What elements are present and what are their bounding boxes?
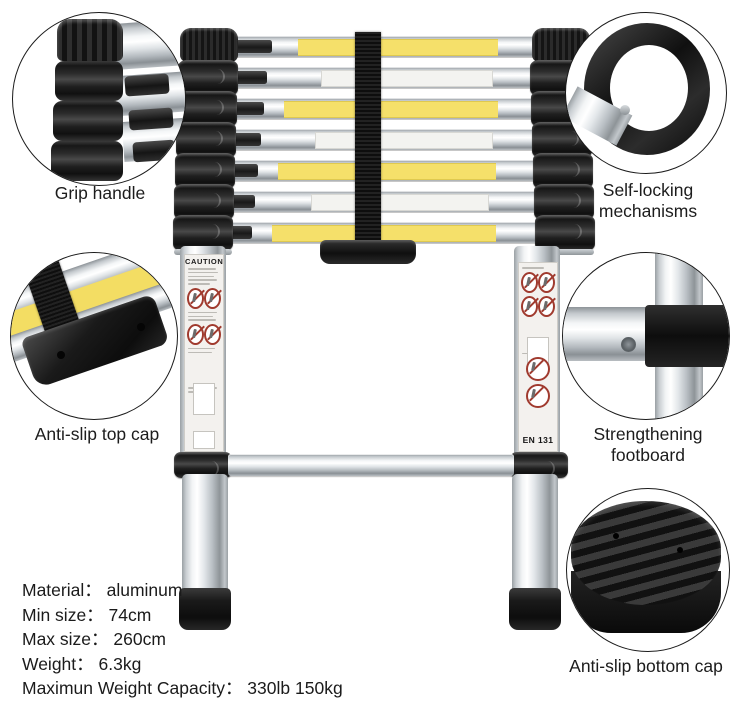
spec-min-size: Min size： 74cm — [22, 604, 152, 625]
pictogram-row — [521, 357, 555, 382]
info-sticker — [311, 194, 489, 211]
caution-decal-left: CAUTION — [184, 254, 224, 452]
specification-list: Material： aluminum Min size： 74cm Max si… — [22, 578, 343, 701]
pictogram-row — [521, 295, 555, 317]
locking-collar — [55, 61, 123, 101]
callout-label-anti-slip-top-cap: Anti-slip top cap — [34, 424, 160, 444]
left-footboard-collar — [174, 452, 232, 478]
callout-label-self-locking: Self-locking mechanisms — [598, 180, 698, 221]
footboard-collar — [645, 305, 729, 367]
foot-pad-tread — [571, 501, 721, 605]
pictogram-row — [521, 271, 555, 293]
no-reach-icon — [526, 357, 550, 382]
carry-strap — [355, 32, 381, 250]
callout-grip-handle — [12, 12, 186, 186]
no-climb-icon — [187, 287, 204, 309]
screw-hole-icon — [677, 547, 683, 553]
info-sticker — [321, 70, 493, 87]
usage-diagram-box — [193, 383, 215, 415]
pictogram-row — [521, 384, 555, 409]
callout-anti-slip-bottom-cap — [566, 488, 730, 652]
spec-weight: Weight： 6.3kg — [22, 653, 142, 674]
danger-sticker — [298, 39, 498, 56]
right-anti-slip-foot — [509, 588, 561, 630]
callout-self-locking — [565, 12, 727, 174]
rung-end-cap — [132, 139, 176, 163]
screw-hole-icon — [137, 323, 145, 331]
barcode-box — [193, 431, 215, 449]
screw-hole-icon — [57, 351, 65, 359]
callout-label-strengthening-footboard: Strengthening footboard — [593, 424, 703, 465]
callout-label-anti-slip-bottom-cap: Anti-slip bottom cap — [569, 656, 723, 676]
rung-end-cap — [229, 71, 267, 84]
decal-text-lines — [522, 267, 554, 269]
decal-text-lines — [188, 347, 220, 354]
locking-collar — [535, 215, 595, 255]
left-anti-slip-foot — [179, 588, 231, 630]
rung-end-cap — [124, 73, 170, 97]
no-unstable-ground-icon — [204, 323, 221, 345]
spec-max-size: Max size： 260cm — [22, 629, 166, 649]
carry-handle — [320, 240, 416, 264]
screw-hole-icon — [613, 533, 619, 539]
callout-label-grip-handle: Grip handle — [54, 183, 146, 203]
grip-top-cap — [180, 28, 238, 62]
caution-decal-title: CAUTION — [185, 257, 224, 266]
lock-pin-icon — [620, 105, 630, 115]
no-lean-icon — [204, 287, 221, 309]
no-slip-icon — [521, 295, 538, 317]
caution-decal-right: EN 131 — [518, 262, 558, 452]
warning-sticker — [284, 101, 498, 118]
right-bottom-leg — [512, 474, 558, 596]
pictogram-row — [187, 287, 221, 309]
right-footboard-collar — [510, 452, 568, 478]
telescoping-ladder-illustration: CAUTION — [170, 28, 595, 633]
rung-end-cap — [128, 107, 174, 131]
spec-material: Material： aluminum — [22, 580, 183, 600]
warning-sticker — [278, 163, 496, 180]
standard-marking: EN 131 — [522, 435, 554, 445]
decal-text-lines — [188, 311, 220, 321]
screw-icon — [621, 337, 636, 352]
left-bottom-leg — [182, 474, 228, 596]
no-jump-icon — [538, 295, 555, 317]
rung-end-cap — [234, 40, 272, 53]
no-walk-icon — [521, 271, 538, 293]
no-overreach-icon — [187, 323, 204, 345]
locking-collar — [534, 184, 594, 224]
decal-text-lines — [188, 268, 220, 285]
locking-collar — [53, 101, 123, 141]
info-sticker — [315, 132, 493, 149]
ribbed-grip-cap — [57, 19, 123, 61]
pictogram-row — [187, 323, 221, 345]
spec-max-capacity: Maximun Weight Capacity： 330lb 150kg — [22, 678, 343, 698]
no-electricity-icon — [538, 271, 555, 293]
callout-anti-slip-top-cap — [10, 252, 178, 420]
strengthening-footboard-bar — [228, 454, 514, 476]
locking-collar — [51, 141, 123, 181]
no-stand-top-icon — [526, 384, 550, 409]
callout-strengthening-footboard — [562, 252, 730, 420]
